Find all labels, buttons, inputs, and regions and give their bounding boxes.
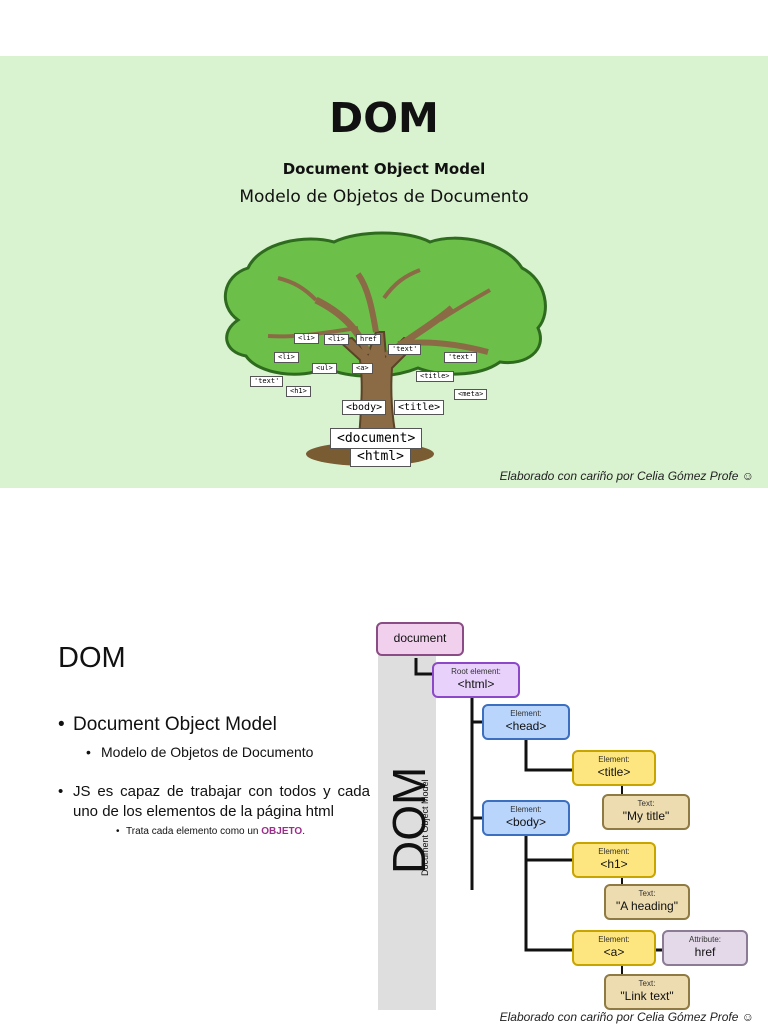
node-head: Element: <head> (482, 704, 570, 740)
node-a: Element: <a> (572, 930, 656, 966)
sub-bullet-text: Trata cada elemento como un (126, 826, 262, 837)
node-kind: Text: (637, 799, 655, 808)
bullet-item: •Document Object Model (58, 714, 277, 735)
dom-band (378, 654, 436, 1010)
slide-2-title: DOM (58, 642, 126, 674)
bullet-item: •JS es capaz de trabajar con todos y cad… (58, 783, 370, 820)
node-h1: Element: <h1> (572, 842, 656, 878)
node-document-label: document (393, 631, 447, 645)
credit-line: Elaborado con cariño por Celia Gómez Pro… (499, 469, 754, 483)
node-title: Element: <title> (572, 750, 656, 786)
node-value: "A heading" (616, 899, 678, 913)
slide-1-subtitle-spanish: Modelo de Objetos de Documento (239, 187, 529, 207)
sub-bullet-text: Modelo de Objetos de Documento (101, 744, 314, 760)
sub-bullet-item: •Trata cada elemento como un OBJETO. (116, 826, 305, 837)
node-document: document (376, 622, 464, 656)
punctuation: . (302, 826, 305, 837)
node-body: Element: <body> (482, 800, 570, 836)
dom-tree-illustration: <li> <li> <li> href 'text' 'text' 'text'… (208, 228, 560, 468)
node-text-my-title: Text: "My title" (602, 794, 690, 830)
node-value: <html> (457, 677, 495, 691)
node-value: <head> (505, 719, 547, 733)
tree-label-title: <title> (416, 371, 454, 382)
tree-label-body: <body> (342, 400, 387, 415)
bullet-text: Document Object Model (73, 714, 277, 735)
sub-bullet-item: •Modelo de Objetos de Documento (86, 744, 314, 760)
node-value: "My title" (622, 809, 670, 823)
node-kind: Element: (598, 847, 630, 856)
bullet-text: JS es capaz de trabajar con todos y cada… (73, 783, 370, 820)
node-text-a-heading: Text: "A heading" (604, 884, 690, 920)
node-kind: Element: (598, 755, 630, 764)
tree-label-text: 'text' (444, 352, 478, 363)
node-value: "Link text" (620, 989, 674, 1003)
tree-label-h1: <h1> (286, 386, 311, 397)
tree-label-ul: <ul> (312, 363, 337, 374)
tree-label-li: <li> (324, 334, 349, 345)
node-value: href (694, 945, 716, 959)
highlight-objeto: OBJETO (261, 826, 303, 837)
node-kind: Element: (510, 709, 542, 718)
node-kind: Element: (510, 805, 542, 814)
slide-2: DOM •Document Object Model •Modelo de Ob… (0, 600, 768, 1024)
node-value: <body> (505, 815, 547, 829)
tree-label-meta: <meta> (454, 389, 488, 400)
tree-label-document: <document> (330, 428, 423, 449)
node-value: <a> (603, 945, 625, 959)
tree-label-text: 'text' (388, 344, 422, 355)
tree-label-href: href (356, 334, 381, 345)
tree-label-li: <li> (294, 333, 319, 344)
node-kind: Root element: (451, 667, 501, 676)
node-kind: Attribute: (688, 935, 721, 944)
bullet-list: •Document Object Model •Modelo de Objeto… (58, 714, 370, 837)
dom-tree-diagram: DOM Document Object Model document (372, 620, 756, 1010)
slide-1: DOM Document Object Model Modelo de Obje… (0, 56, 768, 488)
tree-label-html: <html> (350, 446, 411, 467)
slide-1-subtitle: Document Object Model (282, 160, 486, 178)
tree-label-a: <a> (352, 363, 373, 374)
node-kind: Text: (638, 889, 656, 898)
slide-1-title: DOM (329, 94, 439, 142)
node-value: <title> (597, 765, 631, 779)
node-kind: Text: (638, 979, 656, 988)
node-text-link-text: Text: "Link text" (604, 974, 690, 1010)
tree-label-title: <title> (394, 400, 445, 415)
credit-line: Elaborado con cariño por Celia Gómez Pro… (499, 1010, 754, 1024)
node-value: <h1> (600, 857, 628, 871)
node-html: Root element: <html> (432, 662, 520, 698)
tree-label-li: <li> (274, 352, 299, 363)
node-kind: Element: (598, 935, 630, 944)
connector-lines (414, 658, 662, 974)
tree-label-text: 'text' (250, 376, 284, 387)
node-attribute-href: Attribute: href (662, 930, 748, 966)
